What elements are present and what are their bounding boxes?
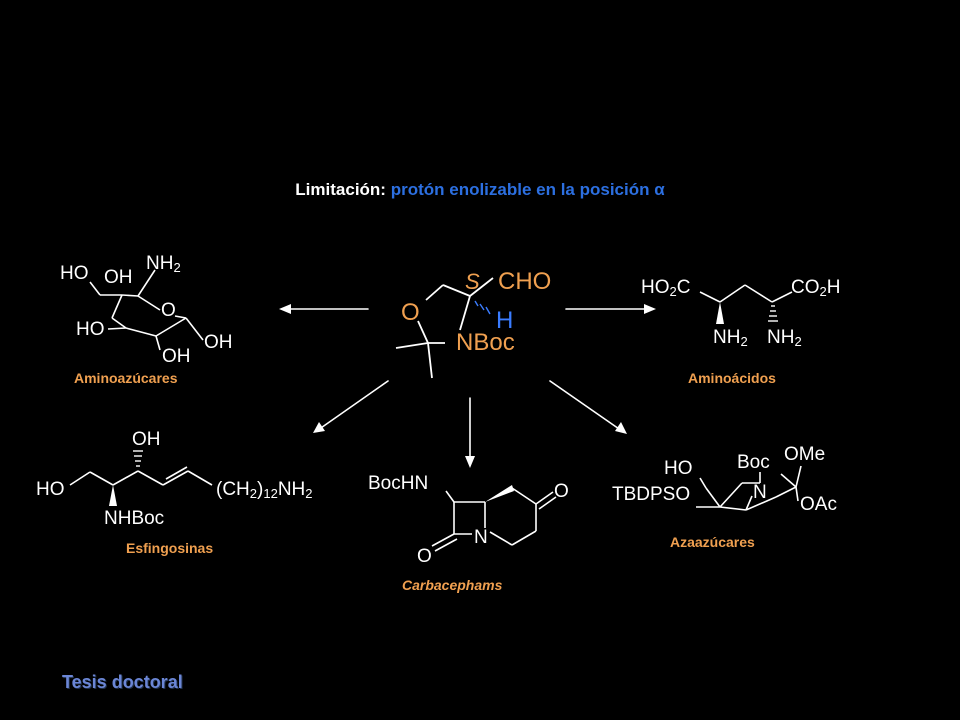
aminoacido-nh2-left: NH2 xyxy=(713,327,748,349)
esfingosina-nhboc: NHBoc xyxy=(104,508,164,529)
esfingosina-ho: HO xyxy=(36,479,65,500)
aminoacido-ho2c: HO2C xyxy=(641,277,690,299)
carbacepham-o-right: O xyxy=(554,481,569,502)
aminoazucar-oh-bottom: OH xyxy=(162,346,191,367)
label-carbacephams: Carbacephams xyxy=(402,577,503,593)
azaazucar-ho: HO xyxy=(664,458,693,479)
limitation-title: Limitación: protón enolizable en la posi… xyxy=(0,180,960,200)
center-ring-o: O xyxy=(401,299,420,326)
aminoacido-nh2-right: NH2 xyxy=(767,327,802,349)
center-oxazolidine xyxy=(395,277,494,379)
arrow-to-esfingosinas xyxy=(317,380,389,431)
center-cho: CHO xyxy=(498,268,551,295)
carbacepham-n: N xyxy=(474,527,488,548)
label-azaazucares: Azaazúcares xyxy=(670,534,755,550)
esfingosina-chain: (CH2)12NH2 xyxy=(216,479,313,501)
esfingosina-structure xyxy=(69,466,213,486)
center-nboc: NBoc xyxy=(456,329,515,356)
azaazucar-boc: Boc xyxy=(737,452,770,473)
aminoazucar-oh-top: OH xyxy=(104,267,133,288)
esfingosina-oh: OH xyxy=(132,429,161,450)
footer-tesis-doctoral: Tesis doctoral xyxy=(62,672,183,692)
aminoazucar-ring-o: O xyxy=(161,300,176,321)
aminoazucar-structure xyxy=(89,269,204,351)
label-aminoazucares: Aminoazúcares xyxy=(74,370,178,386)
carbacepham-o-bottom: O xyxy=(417,546,432,567)
label-esfingosinas: Esfingosinas xyxy=(126,540,214,556)
carbacepham-structure xyxy=(431,487,557,552)
azaazucar-ome: OMe xyxy=(784,444,825,465)
arrow-to-azaazucares xyxy=(549,380,623,432)
title-lead: Limitación: xyxy=(295,180,386,199)
carbacepham-bochn: BocHN xyxy=(368,473,428,494)
azaazucar-n: N xyxy=(753,482,767,503)
title-rest: protón enolizable en la posición α xyxy=(390,180,665,199)
azaazucar-structure xyxy=(696,465,802,511)
center-h: H xyxy=(496,307,513,334)
aminoacido-co2h: CO2H xyxy=(791,277,840,299)
aminoacido-structure xyxy=(699,284,793,303)
azaazucar-oac: OAc xyxy=(800,494,837,515)
aminoazucar-oh-right: OH xyxy=(204,332,233,353)
center-stereo: S xyxy=(465,269,480,294)
label-aminoacidos: Aminoácidos xyxy=(688,370,776,386)
aminoazucar-ho-left: HO xyxy=(76,319,105,340)
aminoazucar-ho-top: HO xyxy=(60,263,89,284)
azaazucar-tbdpso: TBDPSO xyxy=(612,484,690,505)
aminoazucar-nh2: NH2 xyxy=(146,253,181,275)
